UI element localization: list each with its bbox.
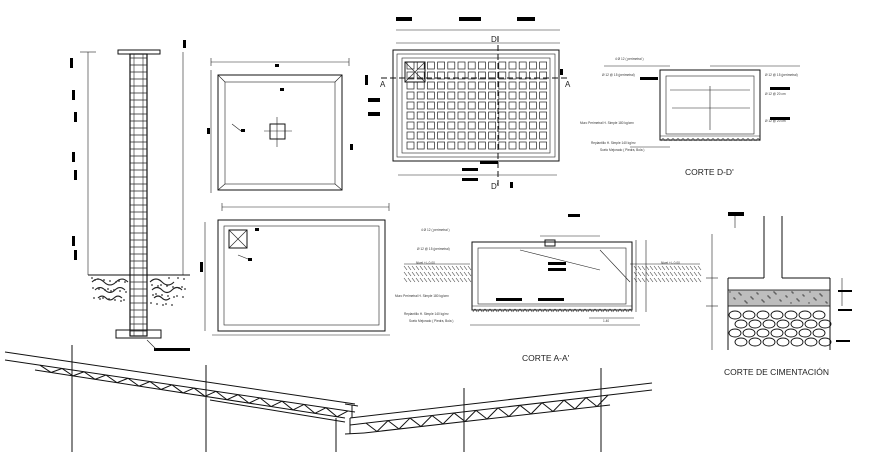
roof-truss-right xyxy=(344,368,653,452)
note-dd-dim2: Ø 12 @ 20 cm xyxy=(765,119,786,123)
truss-left-web-members xyxy=(39,364,349,418)
soil-hatch-left xyxy=(403,265,472,283)
note-dd-right: Ø 12 @ 15 (perimetral) xyxy=(765,73,798,77)
note-aa-muro: Muro Perimetral H. Simple 180 kg/cm² xyxy=(395,294,449,298)
aa-gravel-base xyxy=(472,308,633,313)
corte-dd-label: CORTE D-D' xyxy=(685,167,734,177)
grid-slab-plan: D D' A A xyxy=(365,17,571,191)
footing-gravel xyxy=(91,278,183,301)
foundation-section: CORTE DE CIMENTACIÓN xyxy=(706,212,852,377)
note-dd-top: 4 Ø 12 ( perimetral ) xyxy=(615,57,644,61)
note-dd-dim1: Ø 12 @ 20 cm xyxy=(765,92,786,96)
note-aa-dim: 1.40 xyxy=(603,319,609,323)
note-dd-suelo: Suelo Mejorado ( Piedra, Bola ) xyxy=(600,148,644,152)
note-dd-muro: Muro Perimetral H. Simple 180 kg/cm² xyxy=(580,121,634,125)
note-aa-replantillo: Replantillo H. Simple 140 kg/m² xyxy=(404,312,449,316)
foundation-stone-fill xyxy=(728,310,832,347)
gravel-texture xyxy=(91,277,186,306)
corte-cimentacion-label: CORTE DE CIMENTACIÓN xyxy=(724,367,829,377)
footing-plan xyxy=(207,58,353,193)
note-aa-nivel-left: Nivel +/- 0.00 xyxy=(416,261,435,265)
tank-plan xyxy=(200,203,390,336)
column-stirrups xyxy=(130,57,147,332)
section-marker-d-top: D xyxy=(491,35,497,44)
section-marker-a-left: A xyxy=(380,80,386,89)
section-aa: 4 Ø 12 ( perimetral ) Ø 12 @ 15 (perimet… xyxy=(395,214,702,363)
note-dd-left: Ø 12 @ 15 (perimetral) xyxy=(602,73,635,77)
truss-right-web-members xyxy=(365,394,609,432)
section-dd: 4 Ø 12 ( perimetral ) Ø 12 @ 15 (perimet… xyxy=(580,57,800,177)
corte-aa-label: CORTE A-A' xyxy=(522,353,570,363)
note-aa-nivel-right: Nivel +/- 0.00 xyxy=(661,261,680,265)
note-aa-top: 4 Ø 12 ( perimetral ) xyxy=(421,228,450,232)
roof-truss-left xyxy=(4,345,359,452)
section-marker-a-right: A xyxy=(565,80,571,89)
note-aa-left: Ø 12 @ 15 (perimetral) xyxy=(417,247,450,251)
note-dd-replantillo: Replantillo H. Simple 140 kg/m² xyxy=(591,141,636,145)
dd-gravel-base xyxy=(660,138,761,142)
column-dimension-marks xyxy=(70,58,77,260)
rebar-grid xyxy=(406,61,547,150)
section-marker-d-bottom: D' xyxy=(491,182,499,191)
foundation-concrete-texture xyxy=(729,291,828,304)
soil-hatch-right xyxy=(633,265,702,283)
note-aa-suelo: Suelo Mejorado ( Piedra, Bola ) xyxy=(409,319,453,323)
column-elevation xyxy=(70,40,190,351)
